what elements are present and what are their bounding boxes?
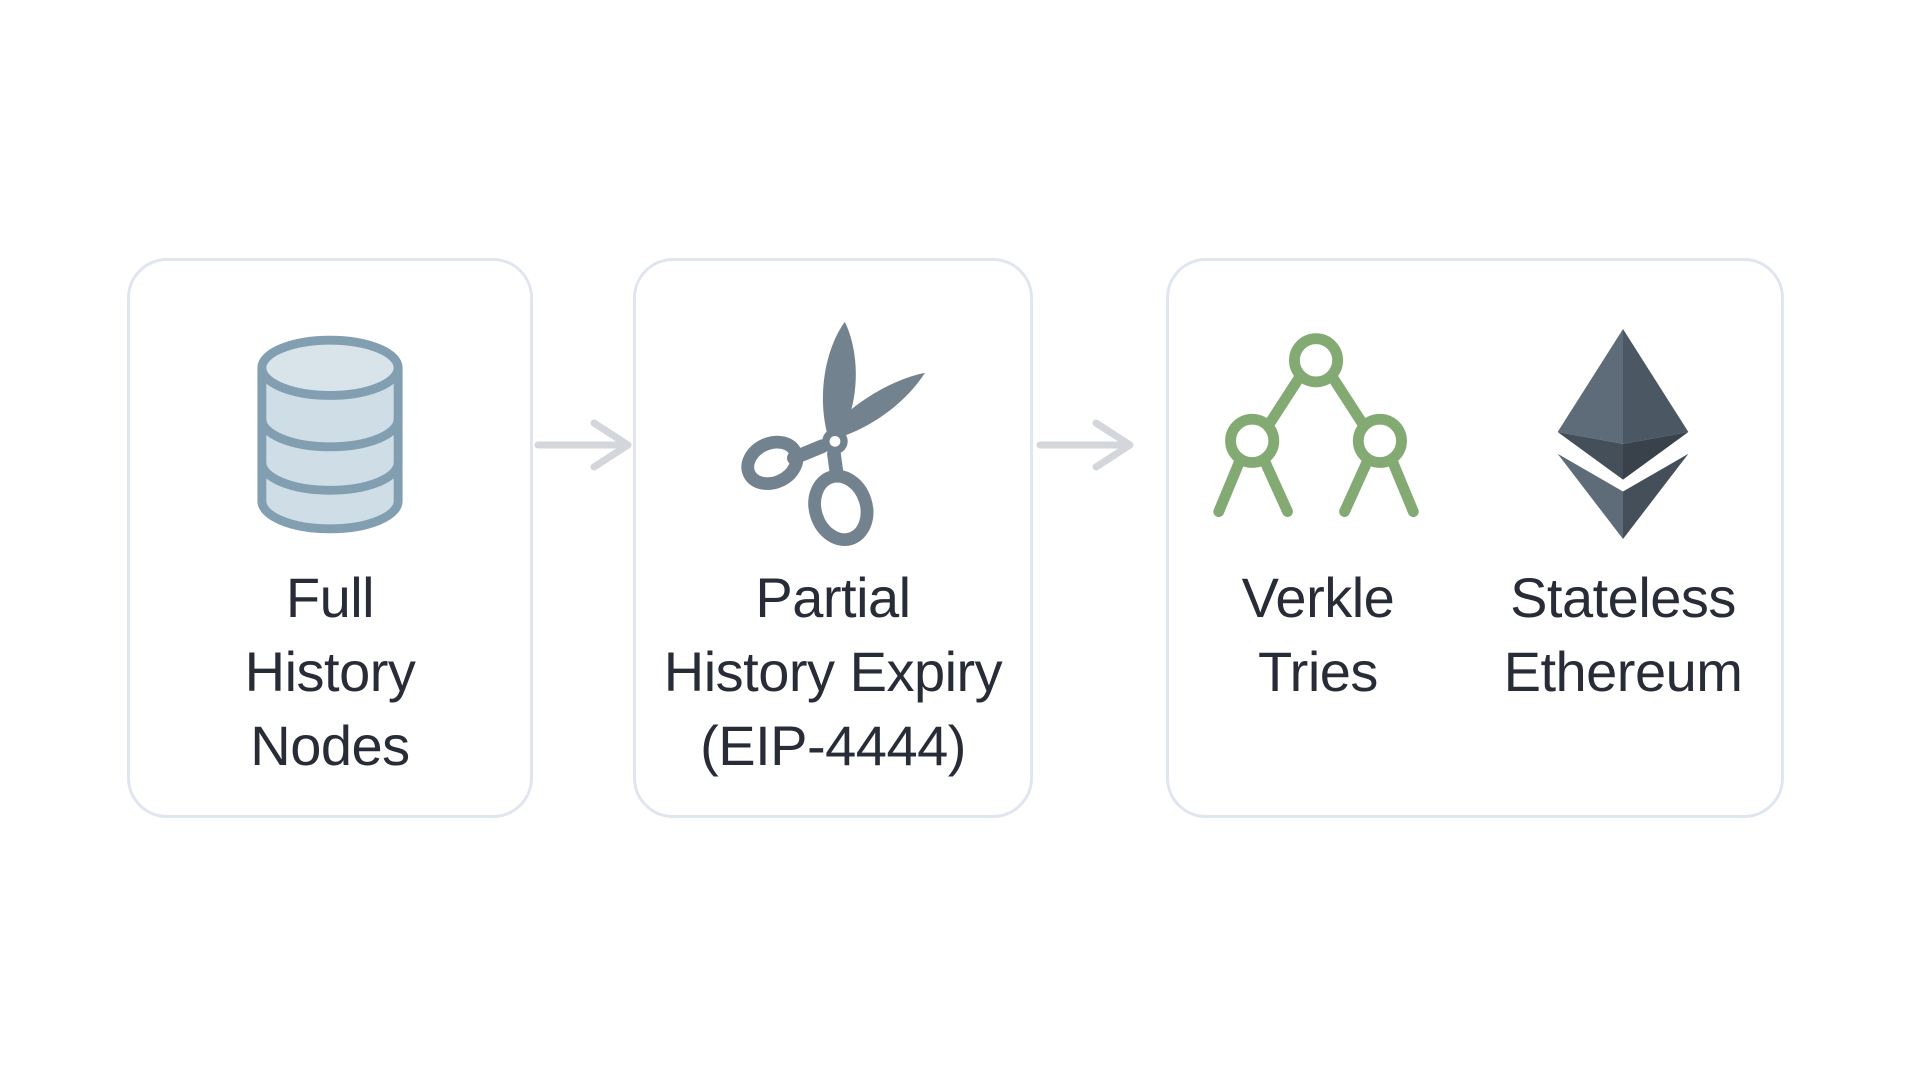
label-line: Nodes [250,714,410,777]
column-verkle-tries: Verkle Tries [1177,261,1459,709]
card-icon-box [1555,306,1691,561]
right-arrow-icon [1036,419,1134,471]
label-line: Tries [1258,640,1378,703]
label-line: History [244,640,416,703]
card-icon-box [735,306,931,561]
card-partial-history-expiry: Partial History Expiry (EIP-4444) [633,258,1033,818]
right-arrow-icon [534,419,632,471]
scissors-icon [741,321,926,547]
database-icon [257,335,403,533]
card-future-stateless: Verkle Tries Stateless Ethereum [1166,258,1784,818]
label-line: Ethereum [1503,640,1743,703]
card-full-history-nodes: Full History Nodes [127,258,533,818]
ethereum-icon [1557,328,1689,539]
label-line: History Expiry [663,640,1003,703]
card-label-partial-history-expiry: Partial History Expiry (EIP-4444) [663,561,1003,783]
card-label-verkle-tries: Verkle Tries [1242,561,1395,709]
label-line: Verkle [1241,566,1395,629]
label-line: Full [285,566,375,629]
label-line: Stateless [1510,566,1736,629]
card-icon-box [1205,306,1431,561]
label-line: (EIP-4444) [700,714,966,777]
label-line: Partial [755,566,911,629]
card-icon-box [251,306,409,561]
card-label-stateless-ethereum: Stateless Ethereum [1504,561,1743,709]
verkle-trie-icon [1213,332,1419,517]
column-stateless-ethereum: Stateless Ethereum [1473,261,1773,709]
card-label-full-history-nodes: Full History Nodes [245,561,416,783]
